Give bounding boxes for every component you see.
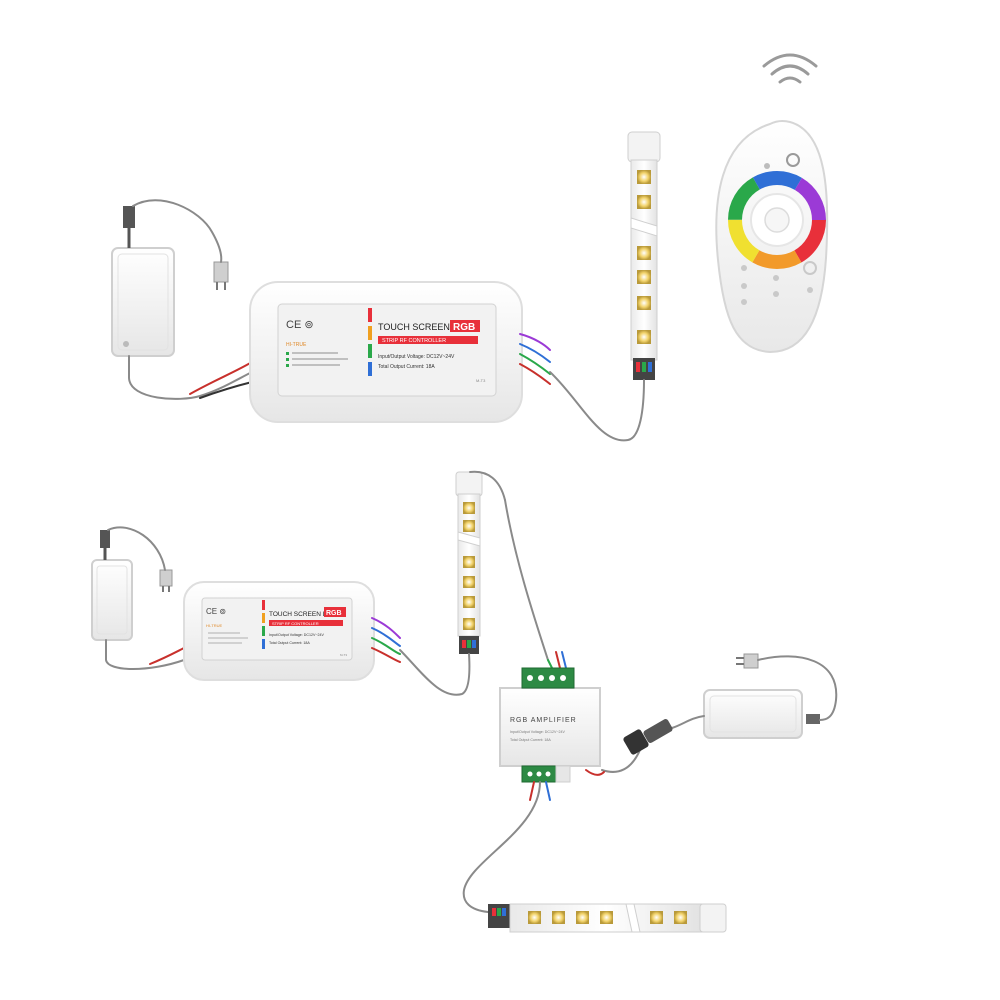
led-strip-bottom [488, 903, 727, 933]
color-wheel [728, 171, 826, 269]
rgb-amplifier: RGB AMPLIFIER Input/Output Voltage: DC12… [499, 667, 601, 783]
controller-title: TOUCH SCREEN LED [378, 322, 470, 332]
brand-label: HI-TRUE [206, 623, 223, 628]
power-button-icon [786, 153, 800, 167]
rf-controller-small: CE ⊚ HI-TRUE TOUCH SCREEN LED RGB STRIP … [183, 581, 375, 681]
power-plug-icon [159, 569, 173, 592]
power-plug-icon [213, 261, 229, 290]
controller-model: M-T3 [476, 378, 486, 383]
controller-subtitle: STRIP RF CONTROLLER [382, 338, 446, 344]
amplifier-title: RGB AMPLIFIER [510, 717, 577, 724]
power-plug-icon [736, 653, 759, 669]
led-strip-middle [455, 471, 483, 654]
controller-subtitle: STRIP RF CONTROLLER [272, 621, 319, 626]
controller-voltage: Input/Output Voltage: DC12V~24V [269, 633, 324, 637]
power-supply-bottom-left [91, 530, 133, 641]
amplifier-line-1: Input/Output Voltage: DC12V~24V [510, 730, 565, 734]
led-strip-top [627, 131, 661, 380]
ce-mark: CE ⊚ [206, 607, 226, 616]
power-supply-right [703, 689, 820, 739]
ce-mark: CE ⊚ [286, 319, 314, 331]
controller-current: Total Output Current: 18A [378, 364, 435, 370]
controller-current: Total Output Current: 18A [269, 641, 310, 645]
dc-jack [623, 719, 673, 755]
controller-model: M-T3 [340, 653, 347, 657]
led-chips [637, 170, 651, 344]
touch-remote [715, 119, 829, 354]
controller-title-rgb: RGB [326, 610, 342, 617]
controller-title: TOUCH SCREEN LED [269, 611, 336, 618]
wifi-signal-icon [762, 53, 818, 84]
controller-voltage: Input/Output Voltage: DC12V~24V [378, 354, 455, 360]
amplifier-line-2: Total Output Current: 18A [510, 738, 551, 742]
brand-label: HI-TRUE [286, 342, 307, 348]
controller-title-rgb: RGB [453, 322, 475, 333]
rf-controller-large: CE ⊚ HI-TRUE TOUCH SCREEN LED RGB STRIP … [249, 281, 523, 423]
power-supply-top [111, 206, 175, 357]
